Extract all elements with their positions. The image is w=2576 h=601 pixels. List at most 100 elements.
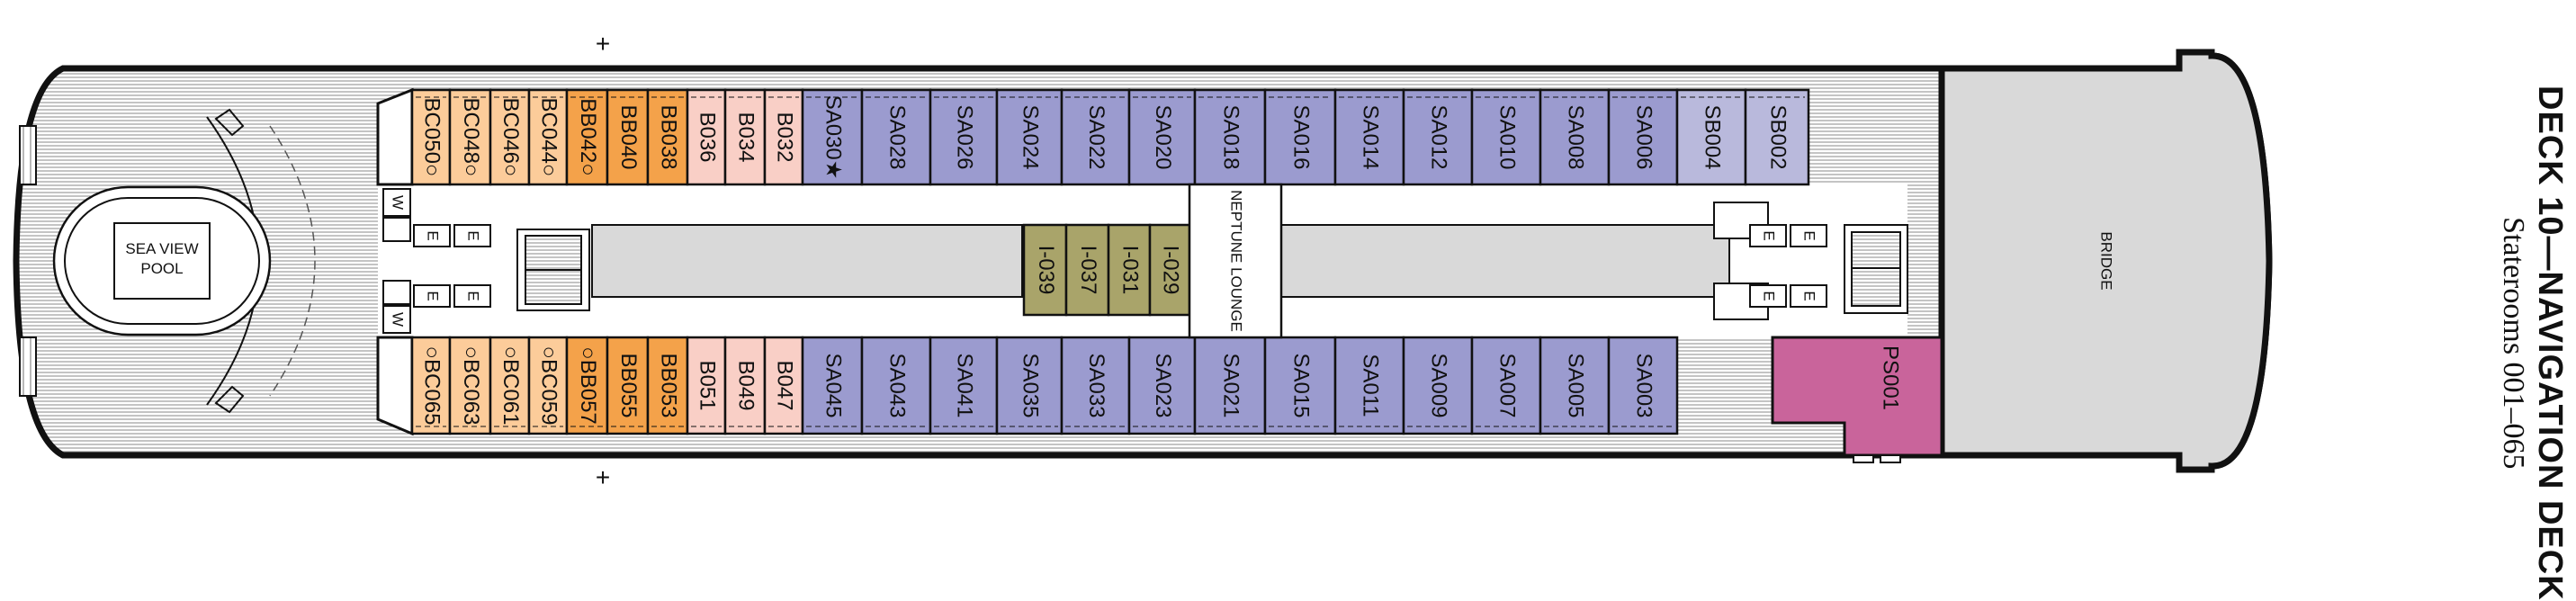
cabin-label: ○BC065 bbox=[420, 346, 444, 426]
cabin-label: BB040 bbox=[616, 104, 641, 169]
cabin-label: BB055 bbox=[616, 353, 641, 417]
cabin-label: B051 bbox=[696, 360, 720, 410]
sea-view-pool bbox=[52, 185, 272, 336]
cabin-label: BB038 bbox=[657, 104, 681, 169]
interior-cabin-i-037[interactable]: I-037 bbox=[1064, 223, 1110, 317]
bottom-cabin-sa045[interactable]: SA045 bbox=[801, 336, 864, 435]
cabin-label: SA010 bbox=[1495, 104, 1520, 169]
top-cabin-b036[interactable]: B036 bbox=[686, 88, 727, 186]
cabin-label: SA033 bbox=[1084, 353, 1108, 417]
cabin-label: B036 bbox=[696, 112, 720, 162]
top-cabin-sa014[interactable]: SA014 bbox=[1333, 88, 1405, 186]
top-cabin-bc050[interactable]: BC050○ bbox=[410, 88, 452, 186]
aft-arc-line-2 bbox=[269, 125, 316, 397]
cabin-label: SA045 bbox=[821, 353, 846, 417]
bottom-cabin-bb057[interactable]: ○BB057 bbox=[565, 336, 609, 435]
elevator-label: E bbox=[465, 291, 482, 300]
neptune-lounge bbox=[1188, 183, 1283, 339]
top-cabin-b034[interactable]: B034 bbox=[723, 88, 767, 186]
bottom-cabin-sa003[interactable]: SA003 bbox=[1607, 336, 1679, 435]
bottom-cabin-sa043[interactable]: SA043 bbox=[860, 336, 932, 435]
deck-plan: BC050○BC048○BC046○BC044○BB042○ BB040 BB038… bbox=[13, 30, 2273, 491]
top-cabin-sa026[interactable]: SA026 bbox=[929, 88, 999, 186]
top-cabin-sb004[interactable]: SB004 bbox=[1675, 88, 1747, 186]
cabin-label: SA035 bbox=[1019, 353, 1043, 417]
bottom-cabin-sa005[interactable]: SA005 bbox=[1539, 336, 1611, 435]
top-cabin-b032[interactable]: B032 bbox=[763, 88, 804, 186]
pool-label-line1: SEA VIEW bbox=[125, 240, 198, 257]
top-cabin-bc046[interactable]: BC046○ bbox=[489, 88, 531, 186]
bottom-cabin-bc063[interactable]: ○BC063 bbox=[448, 336, 492, 435]
cabin-label: SB002 bbox=[1766, 104, 1791, 169]
top-cabin-sa020[interactable]: SA020 bbox=[1127, 88, 1197, 186]
cabin-label: SA009 bbox=[1427, 353, 1451, 417]
bottom-cabin-sa011[interactable]: SA011 bbox=[1333, 336, 1405, 435]
interior-cabin-i-029[interactable]: I-029 bbox=[1148, 223, 1191, 317]
cabin-label: SA015 bbox=[1289, 353, 1314, 417]
bottom-cabin-b051[interactable]: B051 bbox=[686, 336, 727, 435]
top-cabin-bb040[interactable]: BB040 bbox=[606, 88, 650, 186]
bottom-cabin-bc059[interactable]: ○BC059 bbox=[527, 336, 569, 435]
interior-cabin-i-039[interactable]: I-039 bbox=[1022, 223, 1068, 317]
top-cabin-sa022[interactable]: SA022 bbox=[1060, 88, 1131, 186]
bottom-cabin-sa041[interactable]: SA041 bbox=[929, 336, 999, 435]
cabin-label: SA022 bbox=[1084, 104, 1108, 169]
top-cabin-sa008[interactable]: SA008 bbox=[1539, 88, 1611, 186]
elevator-label: E bbox=[425, 291, 442, 300]
bottom-cabin-sa009[interactable]: SA009 bbox=[1402, 336, 1474, 435]
top-cabin-bc044[interactable]: BC044○ bbox=[527, 88, 569, 186]
bottom-cabin-b047[interactable]: B047 bbox=[763, 336, 804, 435]
pool-label-line2: POOL bbox=[140, 260, 183, 277]
bottom-cabin-bc065[interactable]: ○BC065 bbox=[410, 336, 452, 435]
aft-bulkhead-bottom bbox=[376, 336, 414, 436]
top-cabin-sa030[interactable]: SA030★ bbox=[801, 88, 864, 186]
fwd-service-rooms bbox=[1713, 202, 1908, 320]
cabin-label: SA024 bbox=[1019, 104, 1043, 169]
vent-bottom bbox=[19, 336, 37, 397]
bottom-cabin-sa007[interactable]: SA007 bbox=[1470, 336, 1542, 435]
bottom-cabin-b049[interactable]: B049 bbox=[723, 336, 767, 435]
top-cabin-bb038[interactable]: BB038 bbox=[646, 88, 689, 186]
top-cabin-bc048[interactable]: BC048○ bbox=[448, 88, 492, 186]
elevator-label: E bbox=[1761, 291, 1778, 300]
cabin-label: SA043 bbox=[885, 353, 910, 417]
bottom-cabin-sa021[interactable]: SA021 bbox=[1193, 336, 1267, 435]
cabin-label: BB053 bbox=[657, 353, 681, 417]
bottom-cabin-sa023[interactable]: SA023 bbox=[1127, 336, 1197, 435]
top-cabin-sa024[interactable]: SA024 bbox=[995, 88, 1064, 186]
w-label-top: W bbox=[390, 195, 407, 210]
top-cabin-bb042[interactable]: BB042○ bbox=[565, 88, 609, 186]
cabin-label: ○BC059 bbox=[537, 346, 561, 426]
top-cabin-sa012[interactable]: SA012 bbox=[1402, 88, 1474, 186]
bottom-cabin-sa015[interactable]: SA015 bbox=[1263, 336, 1337, 435]
top-cabin-sb002[interactable]: SB002 bbox=[1744, 88, 1810, 186]
vent-top bbox=[19, 125, 37, 185]
cabin-label: SA021 bbox=[1219, 353, 1243, 417]
top-cabin-sa028[interactable]: SA028 bbox=[860, 88, 932, 186]
bottom-cabin-sa033[interactable]: SA033 bbox=[1060, 336, 1131, 435]
cabin-label: SA018 bbox=[1219, 104, 1243, 169]
interior-cabin-i-031[interactable]: I-031 bbox=[1107, 223, 1152, 317]
cabin-label: B032 bbox=[773, 112, 797, 162]
bridge-area bbox=[1938, 49, 2273, 473]
bottom-cabin-bc061[interactable]: ○BC061 bbox=[489, 336, 531, 435]
bottom-cabin-bb055[interactable]: BB055 bbox=[606, 336, 650, 435]
elevator-label: E bbox=[425, 230, 442, 240]
cabin-label: I-029 bbox=[1159, 246, 1183, 295]
cabin-label: BC050○ bbox=[420, 98, 444, 177]
bottom-cabin-bb053[interactable]: BB053 bbox=[646, 336, 689, 435]
suite-ps001[interactable]: PS001 bbox=[1771, 336, 1943, 463]
top-cabin-sa018[interactable]: SA018 bbox=[1193, 88, 1267, 186]
elevator-label: E bbox=[465, 230, 482, 240]
w-label-bottom: W bbox=[390, 312, 407, 327]
cabin-label: BC046○ bbox=[498, 98, 523, 177]
cabin-label: SA011 bbox=[1359, 354, 1383, 417]
atrium-void-fwd bbox=[1280, 224, 1730, 298]
cabin-label: I-037 bbox=[1076, 246, 1100, 295]
top-cabin-sa010[interactable]: SA010 bbox=[1470, 88, 1542, 186]
top-cabin-sa006[interactable]: SA006 bbox=[1607, 88, 1679, 186]
plus-top: + bbox=[596, 30, 610, 58]
bottom-cabin-sa035[interactable]: SA035 bbox=[995, 336, 1064, 435]
aft-bulkhead-top bbox=[376, 87, 414, 186]
top-cabin-sa016[interactable]: SA016 bbox=[1263, 88, 1337, 186]
